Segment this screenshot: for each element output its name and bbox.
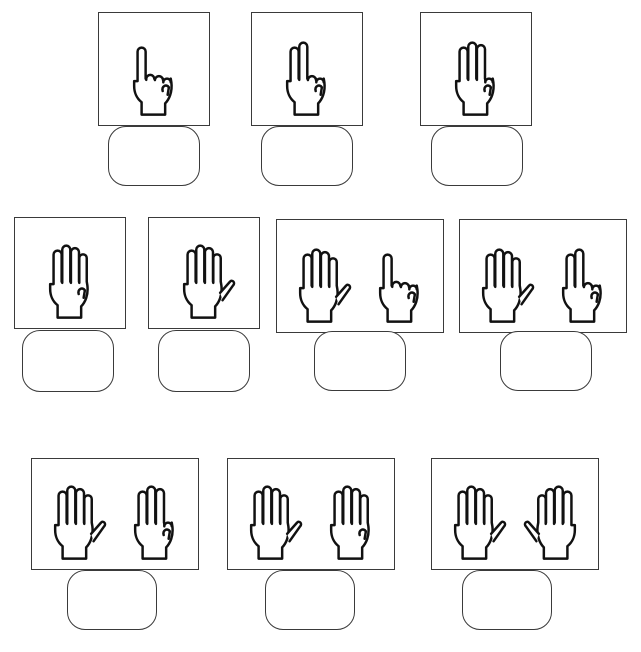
answer-box[interactable]: [261, 126, 353, 186]
answer-box[interactable]: [22, 330, 114, 392]
hand-3-fingers-icon: [133, 485, 174, 560]
answer-box[interactable]: [500, 331, 592, 391]
hand-1-fingers-icon: [378, 253, 419, 323]
hand-5-fingers-icon: [53, 485, 107, 560]
hand-5-fingers-icon: [249, 485, 303, 560]
hand-5-fingers-icon: [481, 248, 535, 323]
hand-5-fingers-icon: [298, 248, 352, 323]
hand-5-fingers-icon: [182, 244, 236, 319]
hand-5-fingers-icon: [523, 485, 577, 560]
answer-box[interactable]: [431, 126, 523, 186]
answer-box[interactable]: [158, 330, 250, 392]
hand-4-fingers-icon: [48, 244, 89, 319]
answer-box[interactable]: [314, 331, 406, 391]
hand-2-fingers-icon: [285, 41, 326, 116]
answer-box[interactable]: [265, 570, 355, 630]
hand-1-fingers-icon: [132, 46, 173, 116]
answer-box[interactable]: [67, 570, 157, 630]
hand-4-fingers-icon: [329, 485, 370, 560]
hand-2-fingers-icon: [561, 248, 602, 323]
answer-box[interactable]: [462, 570, 552, 630]
hand-3-fingers-icon: [454, 41, 495, 116]
hand-5-fingers-icon: [453, 485, 507, 560]
answer-box[interactable]: [108, 126, 200, 186]
